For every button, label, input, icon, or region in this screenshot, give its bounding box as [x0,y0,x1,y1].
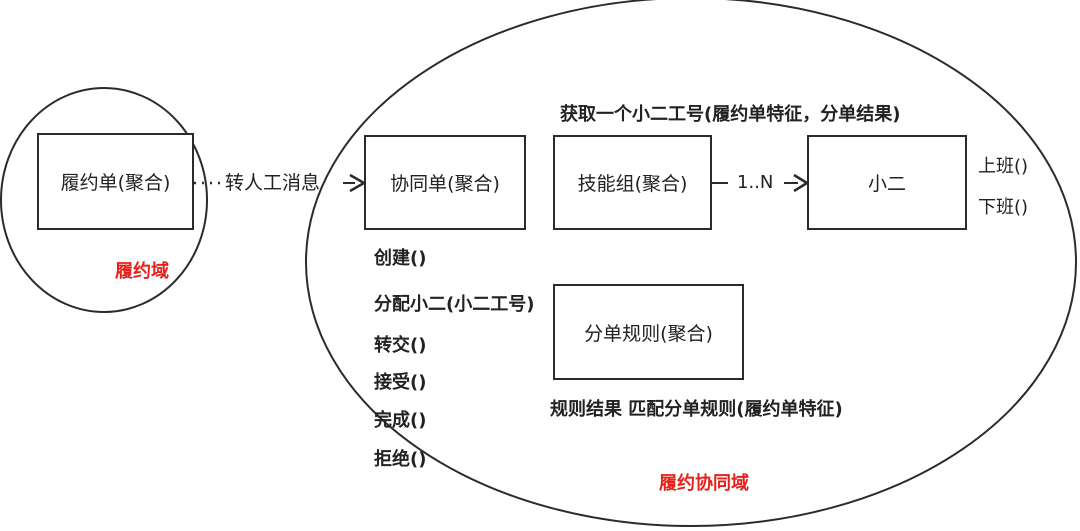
skill-group-label: 技能组(聚合) [577,173,688,195]
fulfillment-order-box: 履约单(聚合) [37,133,194,230]
collab-method: 创建() [374,248,427,269]
fulfillment-domain-label: 履约域 [115,261,169,282]
multiplicity-label: 1..N [737,172,774,193]
get-agent-annotation: 获取一个小二工号(履约单特征，分单结果) [560,104,901,125]
agent-method: 上班() [978,156,1029,177]
collab-method: 转交() [374,335,427,356]
transfer-message-label: 转人工消息 [225,172,321,194]
collab-method: 拒绝() [374,449,427,470]
skill-group-box: 技能组(聚合) [553,135,712,230]
agent-method: 下班() [978,197,1029,218]
collab-order-box: 协同单(聚合) [364,135,526,230]
dispatch-rule-label: 分单规则(聚合) [584,322,713,345]
fulfillment-domain-circle [0,87,208,313]
collab-order-label: 协同单(聚合) [390,173,500,195]
collab-method: 完成() [374,410,427,431]
collab-method: 接受() [374,372,427,393]
collaboration-domain-ellipse [305,0,1077,527]
fulfillment-order-label: 履约单(聚合) [60,172,171,194]
collaboration-domain-label: 履约协同域 [659,473,749,494]
rule-result-annotation: 规则结果 匹配分单规则(履约单特征) [550,399,843,420]
dispatch-rule-box: 分单规则(聚合) [553,284,744,380]
agent-label: 小二 [867,173,906,195]
agent-box: 小二 [807,135,967,230]
collab-method: 分配小二(小二工号) [374,294,535,315]
